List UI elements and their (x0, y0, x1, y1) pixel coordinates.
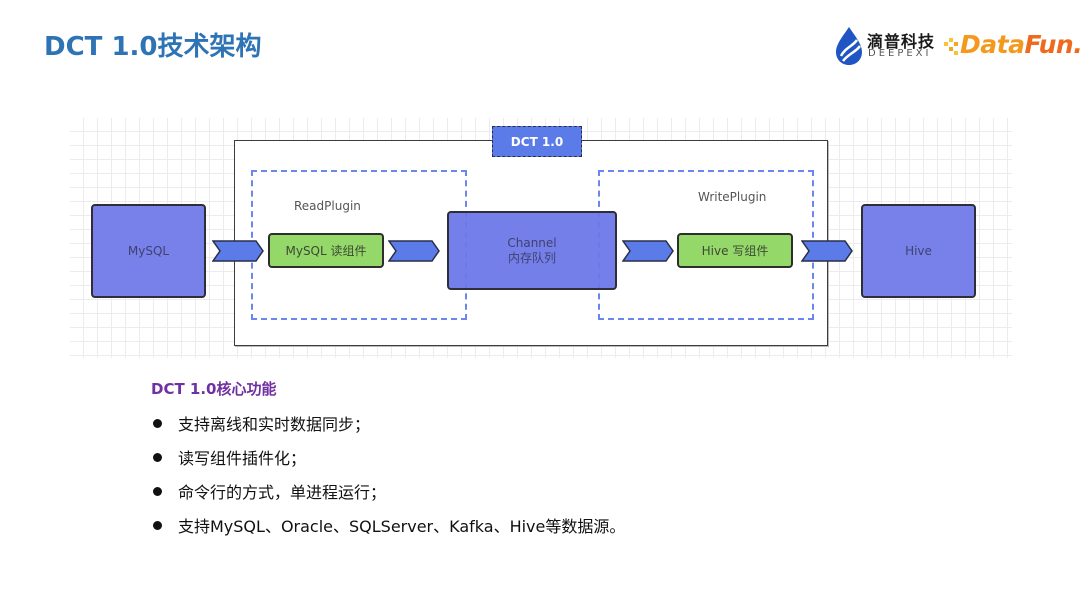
writer-component: Hive 写组件 (677, 233, 793, 268)
reader-component-label: MySQL 读组件 (285, 244, 367, 258)
channel-subtitle: 内存队列 (507, 250, 556, 265)
source-node-mysql: MySQL (91, 204, 206, 298)
feature-item: 支持离线和实时数据同步； (151, 406, 625, 440)
target-node-hive: Hive (861, 204, 976, 298)
deepexi-logo: 滴普科技 DEEPEXI (835, 26, 935, 66)
page-title: DCT 1.0技术架构 (44, 32, 262, 62)
chevron-arrow-icon (622, 240, 674, 262)
deepexi-cn-name: 滴普科技 (867, 32, 936, 51)
bullet-icon (153, 418, 162, 428)
write-plugin-label: WritePlugin (698, 190, 767, 204)
read-plugin-label: ReadPlugin (294, 199, 361, 213)
source-node-label: MySQL (127, 243, 170, 258)
chevron-arrow-icon (388, 240, 440, 262)
feature-item: 读写组件插件化； (151, 440, 625, 474)
feature-text: 支持离线和实时数据同步； (178, 415, 371, 434)
bullet-icon (153, 486, 162, 496)
features-list: 支持离线和实时数据同步； 读写组件插件化； 命令行的方式，单进程运行； 支持My… (151, 406, 625, 542)
channel-title: Channel (507, 235, 557, 250)
deepexi-en-name: DEEPEXI (868, 48, 932, 59)
chevron-arrow-icon (212, 240, 264, 262)
feature-item: 支持MySQL、Oracle、SQLServer、Kafka、Hive等数据源。 (151, 508, 625, 542)
datafun-fun: Fun. (1024, 30, 1080, 59)
writer-component-label: Hive 写组件 (701, 244, 769, 258)
feature-text: 读写组件插件化； (178, 449, 307, 468)
feature-text: 支持MySQL、Oracle、SQLServer、Kafka、Hive等数据源。 (178, 517, 626, 536)
target-node-label: Hive (905, 243, 932, 258)
feature-text: 命令行的方式，单进程运行； (178, 483, 387, 502)
reader-component: MySQL 读组件 (268, 233, 384, 268)
chevron-arrow-icon (801, 240, 853, 262)
water-drop-logo-icon (836, 27, 862, 65)
datafun-logo: DataFun. (944, 30, 1080, 64)
pixel-dots-icon (944, 38, 958, 55)
channel-node: Channel 内存队列 (447, 211, 617, 290)
datafun-data: Data (960, 30, 1025, 59)
feature-item: 命令行的方式，单进程运行； (151, 474, 625, 508)
bullet-icon (153, 520, 162, 530)
dct-version-tag: DCT 1.0 (492, 126, 582, 157)
features-title: DCT 1.0核心功能 (151, 380, 277, 398)
bullet-icon (153, 452, 162, 462)
datafun-wordmark: DataFun. (960, 30, 1080, 59)
